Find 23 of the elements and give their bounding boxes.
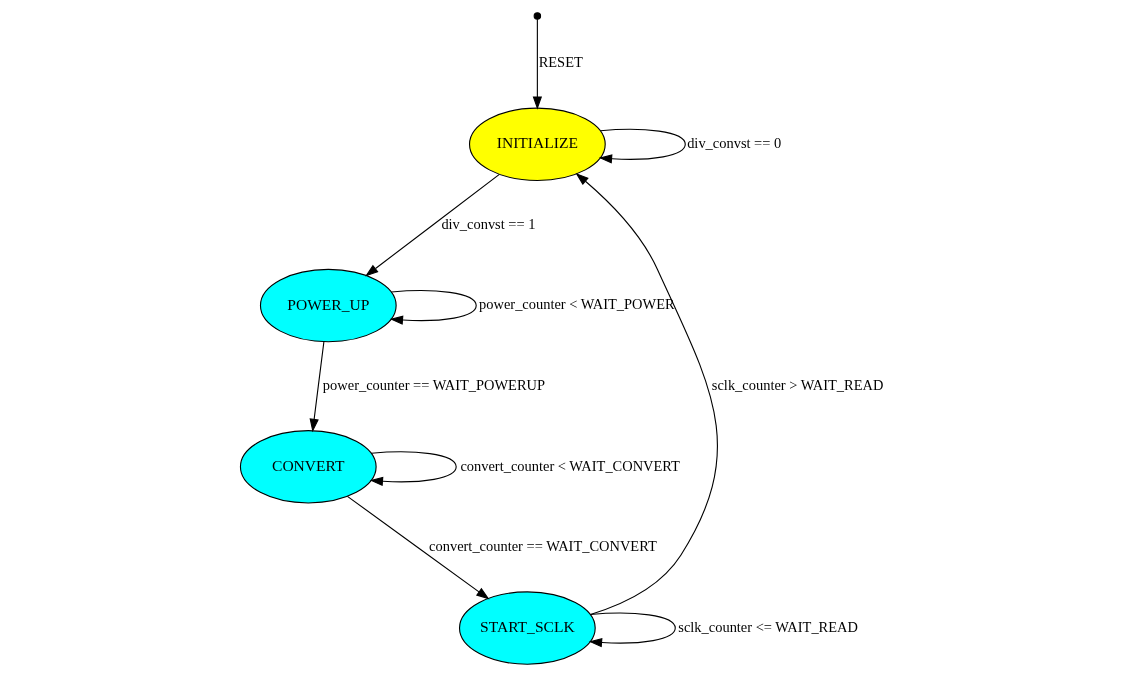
node-ellipse: START_SCLK bbox=[458, 591, 596, 665]
edge-label: sclk_counter > WAIT_READ bbox=[711, 376, 884, 393]
node-point bbox=[533, 12, 542, 20]
arrow bbox=[532, 18, 543, 110]
node-ellipse: INITIALIZE bbox=[468, 107, 606, 181]
node-ellipse: CONVERT bbox=[239, 430, 377, 504]
arrow bbox=[389, 290, 477, 325]
arrow bbox=[575, 172, 718, 615]
arrow bbox=[346, 495, 490, 600]
edge-label: power_counter == WAIT_POWERUP bbox=[322, 376, 546, 393]
arrow bbox=[309, 341, 325, 433]
edge-label: convert_counter == WAIT_CONVERT bbox=[429, 538, 657, 555]
arrow bbox=[369, 451, 457, 486]
arrow bbox=[598, 128, 686, 164]
arrow bbox=[365, 174, 500, 277]
edge-label: RESET bbox=[538, 54, 583, 71]
edge-label: div_convst == 0 bbox=[687, 135, 782, 152]
node-ellipse: POWER_UP bbox=[259, 268, 397, 343]
edge-label: power_counter < WAIT_POWER bbox=[479, 296, 675, 313]
arrow bbox=[588, 612, 676, 648]
edge-label: div_convst == 1 bbox=[441, 215, 536, 232]
edge-label: convert_counter < WAIT_CONVERT bbox=[460, 457, 680, 474]
edge-label: sclk_counter <= WAIT_READ bbox=[678, 618, 858, 635]
